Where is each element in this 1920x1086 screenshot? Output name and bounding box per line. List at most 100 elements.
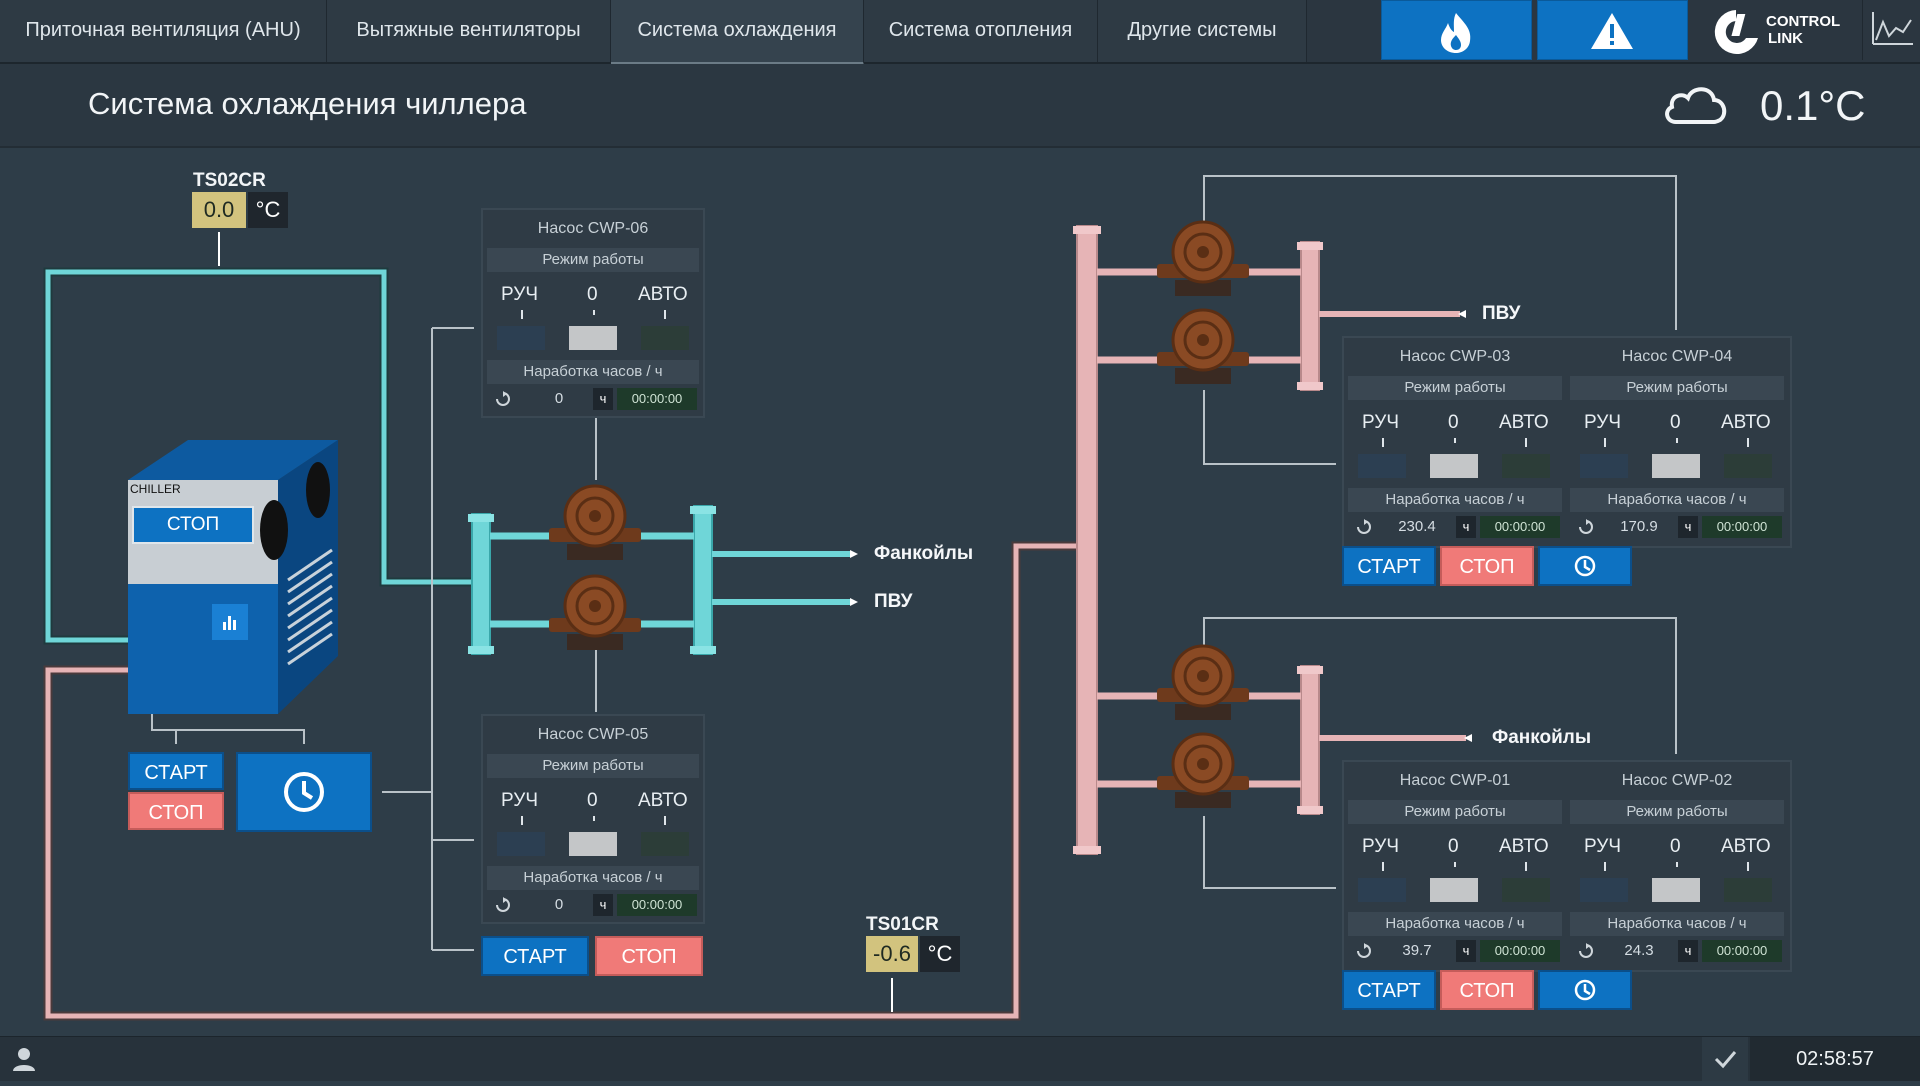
mode-header: Режим работы <box>1570 800 1784 824</box>
mode-manual-label: РУЧ <box>501 284 538 305</box>
acknowledge-button[interactable] <box>1702 1037 1748 1081</box>
warning-button[interactable] <box>1537 0 1688 60</box>
runtime-header: Наработка часов / ч <box>1348 912 1562 936</box>
sensor-ts02cr-name: TS02CR <box>193 170 266 191</box>
reset-icon[interactable] <box>495 897 511 913</box>
chiller-schedule-button[interactable] <box>236 752 372 832</box>
pump-cwp02-graphic <box>1157 644 1249 720</box>
label-pvu-left: ПВУ <box>874 591 913 612</box>
pump-name: Насос CWP-05 <box>537 726 649 743</box>
mode-auto-switch[interactable] <box>1724 878 1772 902</box>
mode-zero-switch[interactable] <box>1652 878 1700 902</box>
bar-chart-icon[interactable] <box>220 610 240 634</box>
cloud-icon <box>1665 87 1727 124</box>
runtime-row: 170.9 ч 00:00:00 <box>1570 514 1784 540</box>
pump-panel-cwp04: Насос CWP-04 Режим работы РУЧ 0 АВТО Нар… <box>1566 338 1788 546</box>
tab-ahu[interactable]: Приточная вентиляция (AHU) <box>0 0 327 62</box>
clock-icon <box>1574 979 1596 1001</box>
outside-temperature: 0.1°C <box>1760 82 1866 129</box>
tab-heating-system[interactable]: Система отопления <box>864 0 1098 62</box>
runtime-hours: 170.9 <box>1620 518 1658 535</box>
mode-header: Режим работы <box>1348 376 1562 400</box>
mode-auto-switch[interactable] <box>1724 454 1772 478</box>
mode-manual-switch[interactable] <box>1580 878 1628 902</box>
runtime-time: 00:00:00 <box>1702 516 1782 538</box>
mode-zero-switch[interactable] <box>1430 454 1478 478</box>
mode-auto-label: АВТО <box>1499 836 1549 857</box>
runtime-hours: 0 <box>554 896 564 913</box>
runtime-time: 00:00:00 <box>617 388 697 410</box>
mode-zero-switch[interactable] <box>569 832 617 856</box>
fire-alarm-button[interactable] <box>1381 0 1532 60</box>
runtime-header: Наработка часов / ч <box>487 866 699 890</box>
mode-manual-switch[interactable] <box>497 326 545 350</box>
mode-auto-label: АВТО <box>1721 412 1771 433</box>
group1-schedule-button[interactable] <box>1538 546 1632 586</box>
mode-auto-label: АВТО <box>638 790 688 811</box>
mode-header: Режим работы <box>1348 800 1562 824</box>
page-title: Система охлаждения чиллера <box>88 86 527 121</box>
hours-unit: ч <box>1456 516 1476 538</box>
sensor-ts01cr-value: -0.6 <box>866 936 918 972</box>
top-navigation: Приточная вентиляция (AHU) Вытяжные вент… <box>0 0 1920 65</box>
runtime-row: 0 ч 00:00:00 <box>487 892 699 918</box>
label-fancoils-left: Фанкойлы <box>874 543 974 564</box>
cwp05-start-button[interactable]: СТАРТ <box>481 936 589 976</box>
mode-manual-switch[interactable] <box>497 832 545 856</box>
mode-auto-switch[interactable] <box>641 832 689 856</box>
cwp05-stop-button[interactable]: СТОП <box>595 936 703 976</box>
runtime-row: 0 ч 00:00:00 <box>487 386 699 412</box>
mode-manual-label: РУЧ <box>1584 412 1621 433</box>
group2-schedule-button[interactable] <box>1538 970 1632 1010</box>
runtime-time: 00:00:00 <box>617 894 697 916</box>
chiller-stop-button[interactable]: СТОП <box>128 792 224 830</box>
mode-auto-switch[interactable] <box>641 326 689 350</box>
mode-header: Режим работы <box>487 248 699 272</box>
trend-chart-button[interactable] <box>1862 0 1920 60</box>
pump-cwp03-graphic <box>1157 308 1249 384</box>
chiller-start-button[interactable]: СТАРТ <box>128 752 224 790</box>
group2-stop-button[interactable]: СТОП <box>1440 970 1534 1010</box>
tab-other-systems[interactable]: Другие системы <box>1098 0 1307 62</box>
sensor-ts02cr-value: 0.0 <box>192 192 246 228</box>
pump-name: Насос CWP-04 <box>1621 348 1733 365</box>
runtime-header: Наработка часов / ч <box>1570 912 1784 936</box>
runtime-header: Наработка часов / ч <box>1348 488 1562 512</box>
mode-zero-switch[interactable] <box>1430 878 1478 902</box>
reset-icon[interactable] <box>1356 943 1372 959</box>
reset-icon[interactable] <box>1356 519 1372 535</box>
cold-manifold-right <box>693 505 713 655</box>
pump-cwp05-graphic <box>549 574 641 650</box>
clock-icon <box>284 772 324 812</box>
group1-start-button[interactable]: СТАРТ <box>1342 546 1436 586</box>
mode-manual-switch[interactable] <box>1358 878 1406 902</box>
group1-stop-button[interactable]: СТОП <box>1440 546 1534 586</box>
hours-unit: ч <box>1678 516 1698 538</box>
pump-panel-cwp02: Насос CWP-02 Режим работы РУЧ 0 АВТО Нар… <box>1566 762 1788 970</box>
runtime-hours: 0 <box>554 390 564 407</box>
reset-icon[interactable] <box>1578 943 1594 959</box>
pump-name: Насос CWP-01 <box>1399 772 1511 789</box>
mode-auto-switch[interactable] <box>1502 878 1550 902</box>
group2-start-button[interactable]: СТАРТ <box>1342 970 1436 1010</box>
tab-exhaust-fans[interactable]: Вытяжные вентиляторы <box>327 0 611 62</box>
mode-manual-switch[interactable] <box>1358 454 1406 478</box>
sensor-ts01cr-name: TS01CR <box>866 914 939 935</box>
mode-auto-switch[interactable] <box>1502 454 1550 478</box>
mode-zero-label: 0 <box>1670 412 1681 433</box>
mode-manual-switch[interactable] <box>1580 454 1628 478</box>
reset-icon[interactable] <box>495 391 511 407</box>
logo-text-line1: CONTROL <box>1766 13 1841 30</box>
mode-manual-label: РУЧ <box>501 790 538 811</box>
mode-zero-switch[interactable] <box>1652 454 1700 478</box>
pump-group-panel-cwp01-cwp02: Насос CWP-01 Режим работы РУЧ 0 АВТО Нар… <box>1342 760 1792 972</box>
mode-zero-switch[interactable] <box>569 326 617 350</box>
mode-zero-label: 0 <box>1670 836 1681 857</box>
reset-icon[interactable] <box>1578 519 1594 535</box>
cold-pipe-loop <box>45 269 476 643</box>
tab-cooling-system[interactable]: Система охлаждения <box>611 0 864 65</box>
user-icon[interactable] <box>10 1045 38 1073</box>
clock-icon <box>1574 555 1596 577</box>
page-header: Система охлаждения чиллера 0.1°C <box>0 64 1920 148</box>
